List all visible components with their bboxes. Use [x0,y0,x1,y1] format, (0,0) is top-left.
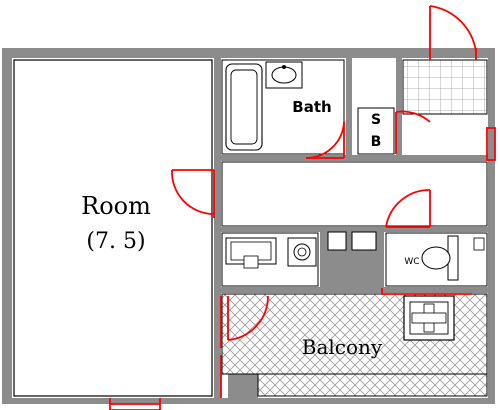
storage-label-b: B [371,134,382,150]
toilet-room [385,232,488,287]
entrance-tiles [402,59,488,115]
room-label: Room [81,192,151,220]
hallway [221,161,488,227]
bath-area [221,59,345,155]
room-size-label: (7. 5) [86,229,145,254]
bath-label: Bath [292,98,331,116]
toilet-label: WC [404,257,419,267]
balcony-label: Balcony [302,335,383,359]
storage-label-s: S [371,112,381,128]
storage-closet [357,107,395,155]
main-room [13,59,213,397]
kitchen [221,231,377,287]
doors [109,5,496,410]
